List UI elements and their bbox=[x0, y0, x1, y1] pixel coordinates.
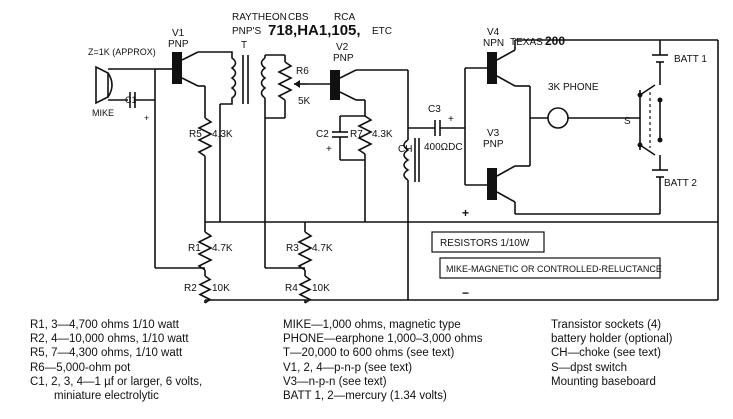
parts-list-col2: MIKE—1,000 ohms, magnetic type PHONE—ear… bbox=[283, 318, 482, 403]
header-texas: TEXAS bbox=[510, 37, 543, 48]
phone-symbol bbox=[547, 107, 569, 129]
parts-list-item: PHONE—earphone 1,000–3,000 ohms bbox=[283, 333, 483, 346]
phone-label: 3K PHONE bbox=[548, 82, 599, 93]
mike-label: MIKE bbox=[92, 108, 114, 118]
mike-impedance-label: Z=1K (APPROX) bbox=[88, 47, 156, 57]
r6-label: R6 bbox=[296, 66, 309, 77]
transistor-v3 bbox=[487, 165, 530, 214]
parts-list-item: miniature electrolytic bbox=[54, 390, 159, 403]
v3-type: PNP bbox=[483, 139, 504, 150]
resistor-r5 bbox=[197, 117, 213, 157]
v1-label: V1 bbox=[172, 28, 185, 39]
v1-type: PNP bbox=[168, 39, 189, 50]
resistor-r7 bbox=[357, 115, 373, 155]
r5-label: R5 bbox=[189, 129, 202, 140]
c2-plus: + bbox=[326, 144, 332, 155]
header-etc: ETC bbox=[372, 26, 392, 37]
parts-list-item: C1, 2, 3, 4—1 µf or larger, 6 volts, bbox=[30, 375, 203, 388]
parts-list-item: MIKE—1,000 ohms, magnetic type bbox=[283, 319, 461, 331]
header-cbs: CBS bbox=[288, 12, 309, 23]
t-label: T bbox=[241, 40, 247, 51]
c3-label: C3 bbox=[428, 104, 441, 115]
parts-list-item: V3—n-p-n (see text) bbox=[283, 375, 387, 388]
resistor-r6 bbox=[277, 61, 293, 101]
parts-list-item: Mounting baseboard bbox=[551, 375, 656, 388]
parts-list-item: BATT 1, 2—mercury (1.34 volts) bbox=[283, 390, 447, 403]
parts-list-item: R2, 4—10,000 ohms, 1/10 watt bbox=[30, 333, 189, 346]
parts-list-col1: R1, 3—4,700 ohms 1/10 watt R2, 4—10,000 … bbox=[30, 318, 202, 403]
r2-value: 10K bbox=[212, 283, 230, 294]
r6-wiper-arrow bbox=[294, 80, 300, 88]
r5-value: 4.3K bbox=[212, 129, 233, 140]
note-mike: MIKE-MAGNETIC OR CONTROLLED-RELUCTANCE bbox=[446, 264, 662, 274]
resistor-r2 bbox=[198, 275, 212, 304]
resistor-r1 bbox=[197, 231, 213, 271]
header-raytheon: RAYTHEON bbox=[232, 12, 287, 23]
parts-list-item: S—dpst switch bbox=[551, 361, 628, 374]
s-label: S bbox=[624, 116, 631, 127]
r4-value: 10K bbox=[312, 283, 330, 294]
batt2-label: BATT 2 bbox=[664, 178, 697, 189]
r7-value: 4.3K bbox=[372, 129, 393, 140]
parts-list-item: R5, 7—4,300 ohms, 1/10 watt bbox=[30, 347, 183, 360]
v4-label: V4 bbox=[487, 27, 500, 38]
c1-plus: + bbox=[144, 113, 149, 123]
transformer-t bbox=[215, 51, 267, 105]
c3-plus: + bbox=[448, 114, 454, 125]
v4-type: NPN bbox=[483, 38, 504, 49]
plus-rail-label: + bbox=[462, 206, 469, 220]
transistor-v4 bbox=[487, 39, 718, 87]
v2-type: PNP bbox=[333, 53, 354, 64]
parts-list-item: CH—choke (see text) bbox=[551, 347, 661, 360]
parts-list-item: Transistor sockets (4) bbox=[551, 319, 662, 331]
note-resistors-box bbox=[431, 231, 545, 253]
mike-symbol bbox=[95, 65, 155, 105]
header-pnps: PNP'S bbox=[232, 26, 261, 37]
transistor-v2 bbox=[330, 69, 408, 101]
r7-label: R7 bbox=[350, 129, 363, 140]
parts-list-item: V1, 2, 4—p-n-p (see text) bbox=[283, 361, 413, 374]
r1-label: R1 bbox=[188, 243, 201, 254]
note-resistors: RESISTORS 1/10W bbox=[440, 238, 530, 249]
choke-ch bbox=[403, 139, 410, 181]
r3-value: 4.7K bbox=[312, 243, 333, 254]
header-models: 718,HA1,105, bbox=[268, 22, 361, 39]
r1-value: 4.7K bbox=[212, 243, 233, 254]
resistor-r4 bbox=[298, 275, 312, 304]
ch-label: CH bbox=[398, 144, 412, 155]
r2-label: R2 bbox=[184, 283, 197, 294]
parts-list-item: T—20,000 to 600 ohms (see text) bbox=[283, 347, 455, 360]
parts-list-col3: Transistor sockets (4) battery holder (o… bbox=[551, 318, 672, 389]
parts-list-item: R1, 3—4,700 ohms 1/10 watt bbox=[30, 319, 179, 331]
v3-label: V3 bbox=[487, 128, 500, 139]
minus-rail-label: − bbox=[462, 286, 469, 300]
note-mike-box bbox=[439, 257, 661, 279]
resistor-r3 bbox=[297, 231, 313, 271]
parts-list-item: battery holder (optional) bbox=[551, 333, 673, 346]
r3-label: R3 bbox=[286, 243, 299, 254]
batt1-label: BATT 1 bbox=[674, 54, 707, 65]
ch-value: 400ΩDC bbox=[424, 142, 463, 153]
r6-value: 5K bbox=[298, 96, 311, 107]
header-texas-num: 200 bbox=[545, 34, 565, 48]
switch-s-blade-2 bbox=[639, 144, 656, 156]
r4-label: R4 bbox=[285, 283, 298, 294]
parts-list-item: R6—5,000-ohm pot bbox=[30, 361, 131, 374]
c1-label: C1 bbox=[125, 95, 137, 105]
c2-label: C2 bbox=[316, 129, 329, 140]
switch-s-blade-1 bbox=[639, 84, 656, 96]
transistor-v1 bbox=[165, 51, 215, 87]
header-rca: RCA bbox=[334, 12, 355, 23]
v2-label: V2 bbox=[336, 42, 349, 53]
capacitor-c1 bbox=[129, 92, 155, 108]
